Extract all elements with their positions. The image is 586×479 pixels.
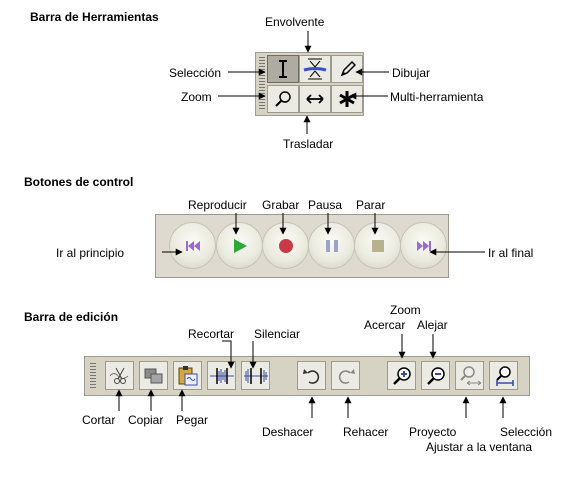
silence-button[interactable] (241, 361, 270, 390)
clipboard-icon (178, 365, 197, 385)
undo-button[interactable] (297, 361, 326, 390)
paste-label: Pegar (176, 413, 209, 427)
zoom-out-button[interactable] (421, 361, 450, 390)
toolbar-grip[interactable] (259, 57, 265, 111)
zoom-in-icon (392, 366, 411, 385)
skip-start-icon (185, 240, 200, 251)
skip-start-button[interactable] (169, 222, 216, 269)
fit-project-button[interactable] (455, 361, 484, 390)
copy-icon (144, 368, 162, 383)
control-section-title: Botones de control (24, 175, 134, 189)
redo-button[interactable] (331, 361, 360, 390)
fit-project-label: Proyecto (409, 425, 457, 439)
fit-project-icon (459, 365, 481, 385)
copy-label: Copiar (128, 413, 164, 427)
ibeam-icon (279, 60, 287, 78)
redo-label: Rehacer (343, 425, 389, 439)
tools-toolbar (255, 52, 364, 116)
paste-button[interactable] (173, 361, 202, 390)
record-label: Grabar (262, 198, 300, 212)
silence-label: Silenciar (254, 327, 301, 341)
envelope-icon (303, 58, 327, 80)
skip-end-label: Ir al final (488, 246, 534, 260)
skip-end-icon (416, 240, 431, 251)
record-button[interactable] (262, 222, 309, 269)
stop-label: Parar (356, 198, 386, 212)
edit-toolbar (84, 356, 530, 396)
cut-button[interactable] (105, 361, 134, 390)
trim-label: Recortar (188, 327, 235, 341)
timeshift-tool-button[interactable] (299, 85, 331, 113)
record-icon (278, 238, 293, 253)
undo-icon (302, 368, 319, 384)
zoom-out-icon (426, 366, 445, 385)
zoom-in-button[interactable] (387, 361, 416, 390)
envelope-label: Envolvente (265, 15, 325, 29)
skip-end-button[interactable] (400, 222, 447, 269)
tools-section-title: Barra de Herramientas (30, 10, 159, 24)
skip-start-label: Ir al principio (56, 246, 125, 260)
zoom-label: Zoom (181, 90, 212, 104)
play-button[interactable] (216, 222, 263, 269)
stop-button[interactable] (354, 222, 401, 269)
selection-tool-button[interactable] (267, 55, 299, 83)
zoom-title-label: Zoom (390, 303, 421, 317)
redo-icon (338, 368, 355, 384)
copy-button[interactable] (139, 361, 168, 390)
multi-label: Multi-herramienta (390, 90, 484, 104)
trim-button[interactable] (207, 361, 236, 390)
play-icon (233, 238, 247, 253)
zoom-in-label: Acercar (364, 318, 406, 332)
pause-label: Pausa (308, 198, 343, 212)
fit-selection-button[interactable] (489, 361, 518, 390)
toolbar-grip[interactable] (90, 363, 96, 389)
trim-icon (209, 367, 234, 384)
zoom-out-label: Alejar (417, 318, 448, 332)
control-toolbar (155, 214, 449, 278)
asterisk-icon (339, 91, 355, 107)
pencil-icon (340, 60, 356, 77)
pause-icon (325, 239, 338, 252)
pause-button[interactable] (308, 222, 355, 269)
scissors-icon (109, 367, 128, 384)
envelope-tool-button[interactable] (299, 55, 331, 83)
multi-tool-button[interactable] (331, 85, 363, 113)
draw-label: Dibujar (392, 66, 431, 80)
cut-label: Cortar (82, 413, 116, 427)
stop-icon (371, 239, 384, 252)
fit-selection-label: Selección (500, 425, 553, 439)
fit-selection-icon (495, 365, 514, 386)
silence-icon (243, 367, 268, 384)
edit-section-title: Barra de edición (24, 310, 119, 324)
timeshift-label: Trasladar (283, 137, 334, 151)
magnifier-icon (275, 91, 291, 107)
double-arrow-icon (306, 94, 324, 104)
play-label: Reproducir (188, 198, 247, 212)
selection-label: Selección (169, 66, 222, 80)
zoom-tool-button[interactable] (267, 85, 299, 113)
undo-label: Deshacer (262, 425, 314, 439)
draw-tool-button[interactable] (331, 55, 363, 83)
fit-window-label: Ajustar a la ventana (426, 440, 533, 454)
